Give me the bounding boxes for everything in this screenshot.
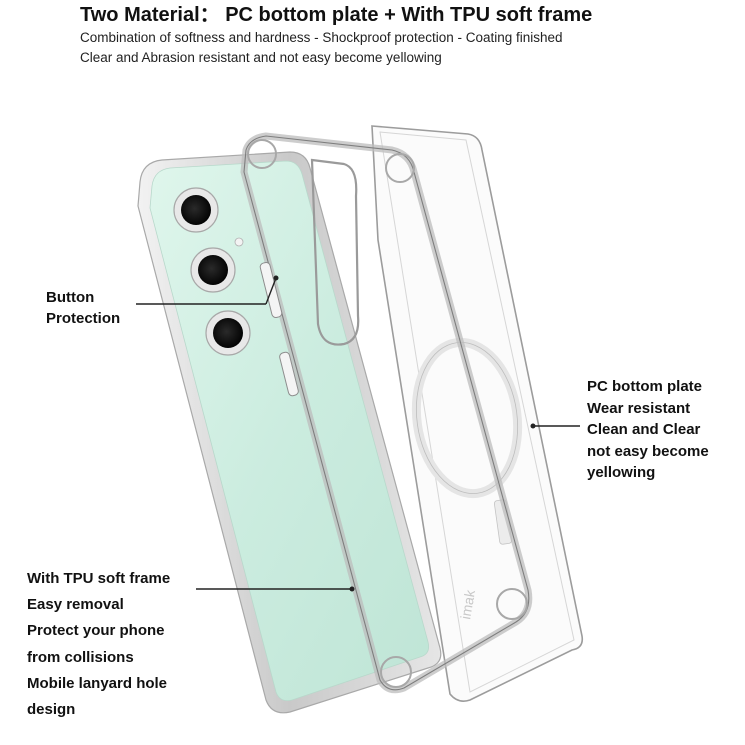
tpu-label-line-3: Protect your phone	[27, 622, 165, 640]
pc-label-line-1: PC bottom plate	[587, 378, 702, 395]
button-label-line-2: Protection	[46, 310, 121, 327]
callout-dot-tpu	[349, 586, 355, 592]
pc-label-line-5: yellowing	[587, 464, 656, 481]
camera-module	[173, 187, 251, 356]
button-protection-label: Button Protection	[46, 287, 120, 329]
header: Two Material： PC bottom plate + With TPU…	[80, 2, 730, 68]
pc-label-line-4: not easy become	[587, 442, 709, 460]
tpu-label-line-4: from collisions	[27, 648, 134, 666]
callout-dot-pc	[530, 423, 536, 429]
tpu-label-line-1: With TPU soft frame	[27, 570, 171, 587]
button-label-line-1: Button	[46, 289, 95, 306]
tpu-label-line-2: Easy removal	[27, 596, 124, 614]
pc-label-line-3: Clean and Clear	[587, 421, 701, 438]
page-title: Two Material： PC bottom plate + With TPU…	[80, 4, 593, 26]
callout-lines	[136, 275, 580, 592]
tpu-label-line-6: design	[27, 701, 76, 719]
pc-plate-label: PC bottom plate Wear resistant Clean and…	[587, 376, 709, 484]
subtitle-line-2: Clear and Abrasion resistant and not eas…	[80, 50, 442, 65]
callout-line-button-tail	[265, 277, 277, 305]
brand-watermark: imak	[457, 588, 478, 621]
phone	[137, 151, 442, 714]
callout-dot-button	[273, 275, 279, 281]
tpu-frame-label: With TPU soft frame Easy removal Protect…	[27, 566, 170, 723]
subtitle-line-1: Combination of softness and hardness - S…	[80, 30, 563, 45]
magsafe-ring	[411, 337, 523, 545]
tpu-label-line-5: Mobile lanyard hole	[27, 674, 168, 692]
pc-label-line-2: Wear resistant	[587, 399, 691, 417]
